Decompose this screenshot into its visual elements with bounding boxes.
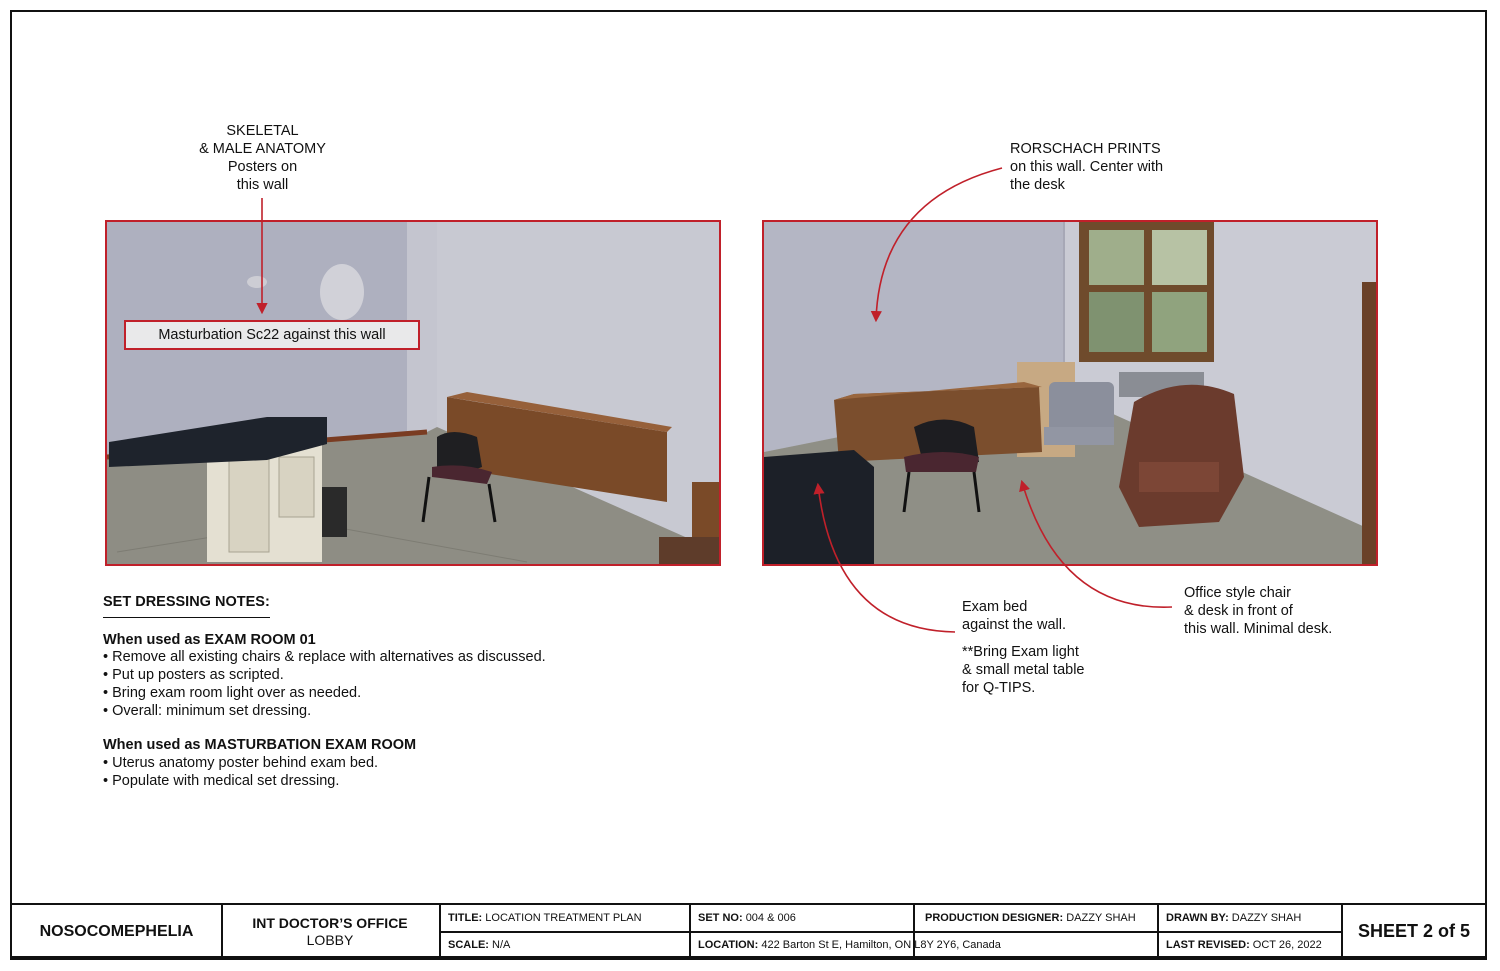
note-line: & small metal table [962,662,1085,678]
masturbation-callout: Masturbation Sc22 against this wall [124,320,420,350]
rorschach-arrow [870,167,1003,323]
note-line: RORSCHACH PRINTS [1010,141,1161,157]
last-revised-field: LAST REVISED: OCT 26, 2022 [1166,939,1322,951]
note-line: Office style chair [1184,585,1291,601]
section2-title: When used as MASTURBATION EXAM ROOM [103,737,417,754]
drawn-by-field: DRAWN BY: DAZZY SHAH [1166,912,1302,924]
set-no-field: SET NO: 004 & 006 [698,912,796,924]
title-block: NOSOCOMEPHELIA INT DOCTOR’S OFFICE LOBBY… [10,903,1487,960]
note-line: against the wall. [962,617,1066,633]
production-designer-field: PRODUCTION DESIGNER: DAZZY SHAH [925,912,1136,924]
note-line: & desk in front of [1184,603,1293,619]
office-chair-note: Office style chair & desk in front of th… [1184,584,1332,638]
exam-bed-arrow [813,482,956,633]
exam-light-note: **Bring Exam light & small metal table f… [962,643,1085,697]
skeletal-poster-note: SKELETAL & MALE ANATOMY Posters on this … [185,122,340,194]
office-chair-arrow [1019,479,1173,608]
set-dressing-notes: SET DRESSING NOTES: When used as EXAM RO… [103,594,546,790]
location-name-main: INT DOCTOR’S OFFICE [252,914,408,931]
rorschach-note: RORSCHACH PRINTS on this wall. Center wi… [1010,140,1163,194]
sheet-number: SHEET 2 of 5 [1357,921,1471,941]
project-name: NOSOCOMEPHELIA [39,922,194,940]
list-item: • Uterus anatomy poster behind exam bed. [103,754,379,771]
list-item: • Put up posters as scripted. [103,667,284,684]
list-item: • Overall: minimum set dressing. [103,702,312,719]
list-item: • Bring exam room light over as needed. [103,684,362,701]
note-line: Exam bed [962,599,1028,615]
location-field: LOCATION: 422 Barton St E, Hamilton, ON … [698,939,1001,951]
list-item: • Remove all existing chairs & replace w… [103,649,546,666]
drawing-sheet-border [10,10,1487,958]
notes-heading: SET DRESSING NOTES: [103,594,270,618]
list-item: • Populate with medical set dressing. [103,772,340,789]
exam-bed-note: Exam bed against the wall. [962,598,1066,634]
note-line: **Bring Exam light [962,644,1079,660]
location-name-sub: LOBBY [306,931,354,948]
location-name: INT DOCTOR’S OFFICE LOBBY [221,905,439,958]
note-line: this wall [236,177,289,193]
scale-field: SCALE: N/A [448,939,511,951]
note-line: for Q-TIPS. [962,680,1036,696]
section1-title: When used as EXAM ROOM 01 [103,631,316,648]
note-line: this wall. Minimal desk. [1184,621,1333,637]
exam-room-photo-right [762,220,1378,566]
note-line: on this wall. Center with [1010,159,1164,175]
note-line: Posters on [227,159,298,175]
note-line: SKELETAL [226,123,299,139]
note-line: & MALE ANATOMY [199,141,326,157]
title-field: TITLE: LOCATION TREATMENT PLAN [448,912,642,924]
office-room-illustration [764,222,1376,564]
note-line: the desk [1010,177,1065,193]
